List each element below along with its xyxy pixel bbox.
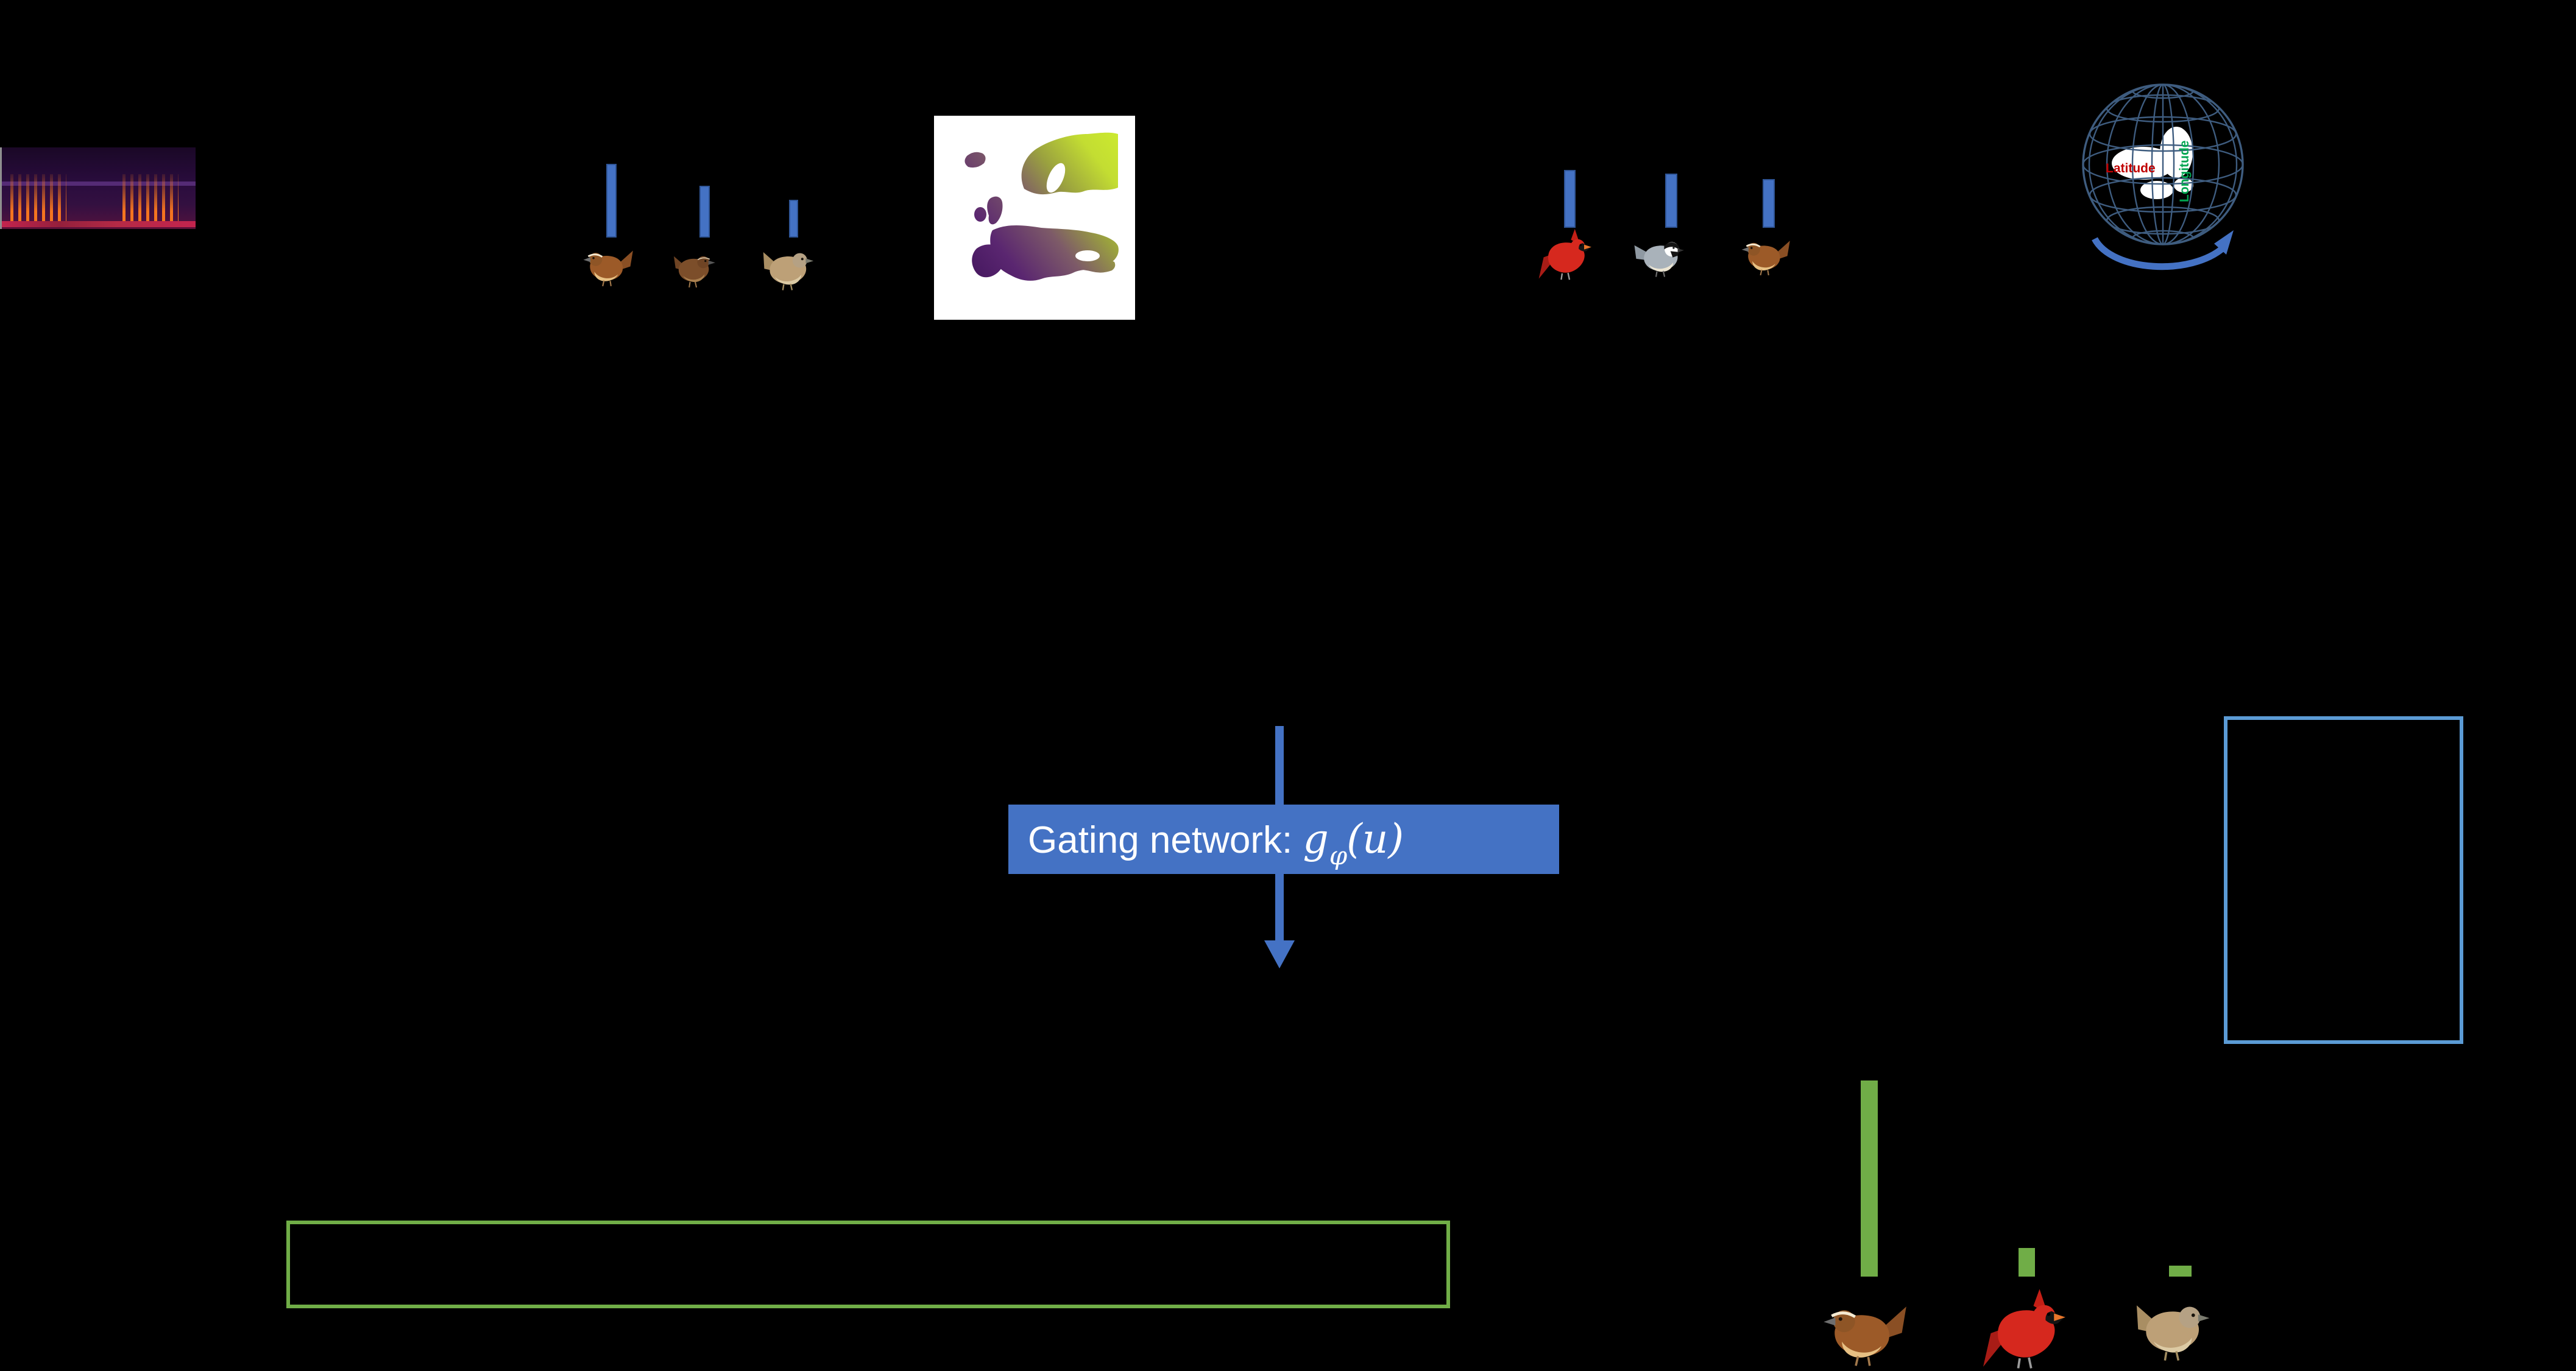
expert-1-predictions-bar-carolina-wren (606, 164, 617, 238)
globe-wireframe (2082, 83, 2244, 245)
output-bar-chart (1861, 1078, 2202, 1277)
gating-math-phi: φ (1329, 841, 1348, 871)
audio-spectrogram (0, 147, 196, 229)
spectrogram-noise-floor (2, 221, 196, 227)
northern-cardinal-bird (1974, 1273, 2065, 1371)
gating-network-label: Gating network: (1028, 819, 1303, 861)
lat-long-globe: Latitude Longitude (2082, 83, 2244, 270)
house-wren-bird (2120, 1291, 2215, 1362)
gating-math-g: g (1303, 816, 1329, 862)
northern-cardinal-bird (1533, 227, 1591, 283)
expert-2-predictions-bar-chickadee (1665, 174, 1677, 228)
spectrogram-call-cluster (10, 174, 66, 222)
carolina-wren-bird (1818, 1295, 1916, 1368)
longitude-label: Longitude (2178, 141, 2192, 202)
gating-output-arrowhead (1264, 940, 1295, 968)
mixture-output-predictions-bar-northern-cardinal (2019, 1248, 2035, 1277)
green-outline-box (286, 1221, 1450, 1308)
gating-network-box: Gating network: gφ(u) (1008, 805, 1559, 874)
globe-continent-blobs (2112, 127, 2193, 199)
europe-landmass (964, 132, 1119, 281)
house-wren-bird (753, 242, 816, 291)
carolina-wren-bird (1735, 234, 1799, 277)
expert1-bar-chart (606, 158, 807, 238)
latitude-label: Latitude (2106, 161, 2156, 175)
spectrogram-horizontal-band (2, 182, 196, 186)
carolina-wren-bird (579, 244, 640, 287)
chickadee-bird (1622, 233, 1694, 278)
mixture-output-predictions-bar-carolina-wren (1861, 1080, 1878, 1277)
expert2-bar-chart (1564, 164, 1777, 228)
globe-rotation-arrow (2092, 230, 2234, 270)
mixture-output-predictions-bar-house-wren (2169, 1266, 2192, 1277)
winter-wren-bird (660, 246, 721, 289)
expert-2-predictions-bar-carolina-wren (1763, 179, 1775, 228)
map-sea-gaps (1046, 163, 1100, 261)
blue-outline-box (2224, 716, 2463, 1044)
spectrogram-call-cluster (122, 174, 179, 222)
gating-math-args: (u) (1346, 816, 1404, 862)
expert-1-predictions-bar-winter-wren (699, 186, 710, 238)
expert-2-predictions-bar-northern-cardinal (1564, 170, 1576, 228)
expert-1-predictions-bar-house-wren (789, 200, 798, 238)
europe-range-map (934, 116, 1135, 320)
